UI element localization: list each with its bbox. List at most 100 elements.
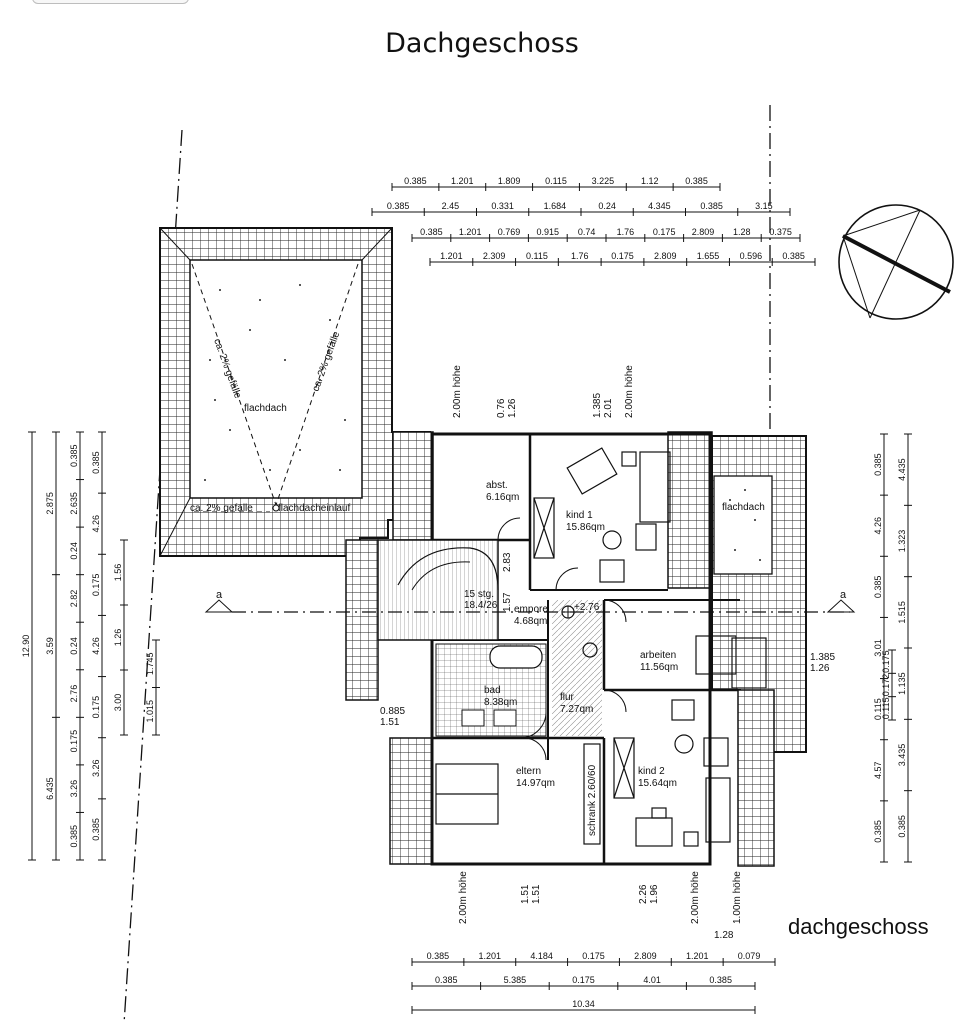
schrank-label: schrank 2.60/60 [587, 764, 598, 836]
dimension-value: 0.175 [69, 730, 79, 753]
roof-slope-northwest [392, 431, 434, 541]
plan-caption: dachgeschoss [788, 914, 929, 939]
dimension-value: 1.76 [571, 251, 589, 261]
height-label: 2.00m höhe [690, 871, 701, 924]
dim-label: 1.51 [531, 884, 542, 904]
dimension-value: 0.24 [69, 542, 79, 560]
dimension-value: 3.26 [69, 780, 79, 798]
furniture [435, 447, 767, 847]
drain-label: flachdacheinlauf [278, 503, 350, 514]
level-value: +2.76 [574, 602, 600, 613]
door-swings [497, 517, 627, 761]
room-flur-area: 7.27qm [560, 704, 593, 715]
height-label: 1.00m höhe [732, 871, 743, 924]
dimension-value: 0.769 [498, 227, 521, 237]
dim-label: 1.26 [810, 663, 830, 674]
north-arrow-icon [838, 204, 954, 320]
room-stair-name: 15 stg. [464, 589, 494, 600]
room-empore-area: 4.68qm [514, 616, 547, 627]
dimension-value: 1.201 [451, 176, 474, 186]
room-kind2-name: kind 2 [638, 766, 665, 777]
dimension-value: 0.385 [897, 815, 907, 838]
dim-label: 1.96 [649, 884, 660, 904]
dimension-value: 0.115 [526, 251, 548, 261]
dimension-value: 0.115 [881, 697, 891, 719]
dimension-value: 0.175 [91, 696, 101, 719]
bathtub-icon [489, 645, 543, 669]
dim-label: 1.51 [380, 717, 400, 728]
room-bad-name: bad [484, 685, 501, 696]
roof-slope-southwest [389, 737, 433, 865]
dimension-value: 1.684 [544, 201, 567, 211]
roof-slope-north [667, 431, 713, 589]
house-walls [430, 432, 740, 866]
height-label: 2.00m höhe [452, 365, 463, 418]
dimension-value: 0.74 [578, 227, 596, 237]
dimension-value: 4.184 [530, 951, 553, 961]
dimension-value: 0.175 [91, 574, 101, 597]
dimension-value: 0.331 [491, 201, 514, 211]
height-label: 2.00m höhe [458, 871, 469, 924]
flur-floor [552, 600, 602, 736]
dimension-value: 1.015 [145, 700, 155, 723]
sink-icon [461, 709, 485, 727]
dimension-value: 3.59 [45, 637, 55, 655]
roof-slope-west [345, 539, 379, 701]
dimension-value: 0.175 [582, 951, 605, 961]
room-arbeiten-area: 11.56qm [640, 662, 678, 673]
dimension-value: 0.385 [91, 451, 101, 474]
room-stair-area: 18.4/26 [464, 600, 498, 611]
dimension-value: 4.26 [91, 515, 101, 533]
dimension-value: 0.175 [572, 975, 595, 985]
dimension-value: 0.385 [435, 975, 458, 985]
dimension-value: 1.201 [459, 227, 482, 237]
dimension-value: 2.809 [654, 251, 677, 261]
dim-label: 2.01 [603, 398, 614, 418]
room-bad-area: 8.38qm [484, 697, 517, 708]
dimension-value: 2.809 [692, 227, 715, 237]
dimension-value: 0.385 [69, 825, 79, 848]
room-empore-name: empore [514, 604, 548, 615]
dimension-value: 1.76 [617, 227, 635, 237]
dimension-value: 5.385 [504, 975, 527, 985]
flachdach-left-label: flachdach [244, 403, 287, 414]
dimension-value: 0.385 [873, 820, 883, 843]
room-kind1-area: 15.86qm [566, 522, 605, 533]
dimension-value: 1.12 [641, 176, 659, 186]
dimension-value: 0.385 [427, 951, 450, 961]
dim-label: 1.385 [592, 393, 603, 418]
roof-slope-southeast [737, 689, 775, 867]
dimension-value: 1.655 [697, 251, 720, 261]
dimension-value: 0.385 [709, 975, 732, 985]
dimension-value: 1.26 [113, 629, 123, 647]
dimension-value: 3.435 [897, 744, 907, 767]
section-label-right: a [840, 589, 847, 601]
slope-label-3: ca. 2% gefälle [190, 503, 253, 514]
dimension-value: 3.00 [113, 694, 123, 712]
room-abst-name: abst. [486, 480, 508, 491]
dimension-value: 0.24 [69, 637, 79, 655]
dimension-value: 1.323 [897, 530, 907, 553]
dim-label: 2.83 [502, 552, 513, 572]
dimension-value: 0.175 [653, 227, 676, 237]
dimension-value: 4.57 [873, 762, 883, 780]
dimension-value: 1.809 [498, 176, 521, 186]
dim-label: 1.28 [714, 930, 734, 941]
dimension-value: 2.82 [69, 590, 79, 608]
dim-label: 0.76 [496, 398, 507, 418]
dimension-value: 2.309 [483, 251, 506, 261]
dimension-value: 1.56 [113, 564, 123, 582]
dimension-value: 0.385 [873, 576, 883, 599]
dimension-value: 2.809 [634, 951, 657, 961]
dimension-value: 0.385 [404, 176, 427, 186]
dimension-value: 0.385 [873, 453, 883, 476]
dimension-value: 3.225 [592, 176, 615, 186]
dimension-value: 0.385 [685, 176, 708, 186]
dim-label: 1.26 [507, 398, 518, 418]
dimension-value: 4.26 [91, 637, 101, 655]
dimension-value: 2.635 [69, 492, 79, 515]
dimension-value: 0.385 [700, 201, 723, 211]
dimension-value: 0.385 [782, 251, 805, 261]
dimension-value: 0.385 [420, 227, 443, 237]
